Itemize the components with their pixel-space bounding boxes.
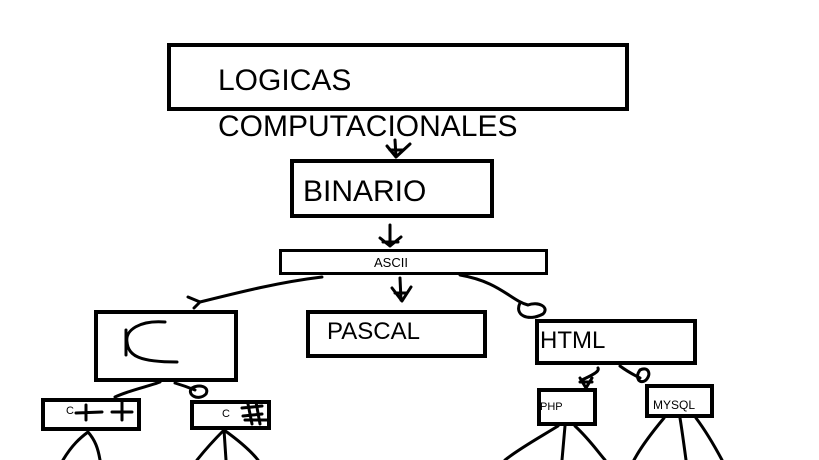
- c-letter-glyph: [124, 320, 179, 364]
- legs-csharp: [195, 428, 260, 460]
- mysql-node-label: MYSQL: [653, 398, 696, 412]
- cplusplus-node-box: [41, 398, 141, 431]
- php-node-box: [537, 388, 597, 426]
- connector-html-php: [578, 366, 600, 390]
- arrow-binario-ascii: [378, 223, 403, 248]
- html-node-label: HTML: [540, 327, 606, 354]
- legs-php: [503, 424, 607, 460]
- connector-ascii-c: [186, 275, 324, 310]
- connector-c-cplusplus: [113, 380, 162, 399]
- legs-cplusplus: [61, 430, 102, 460]
- c-node-box: [94, 310, 238, 382]
- ascii-node-label: ASCII: [374, 255, 408, 270]
- ascii-node-box: [279, 249, 548, 275]
- sharp-glyph: [240, 400, 270, 426]
- binario-node-box: [290, 159, 494, 218]
- connector-html-mysql: [618, 364, 651, 384]
- csharp-node-label: C: [222, 408, 230, 420]
- arrow-root-binario: [385, 138, 412, 159]
- mysql-node-box: [645, 384, 714, 418]
- php-node-label: PHP: [540, 401, 563, 413]
- html-node-box: [535, 319, 697, 365]
- root-node-label-line1: LOGICAS: [218, 64, 352, 97]
- connector-c-csharp: [173, 381, 209, 399]
- cplusplus-node-label: C: [66, 405, 74, 417]
- pascal-node-label: PASCAL: [327, 318, 420, 345]
- root-node-label-line2: COMPUTACIONALES: [218, 110, 518, 143]
- pascal-node-box: [306, 310, 487, 358]
- csharp-node-box: [190, 400, 271, 430]
- root-node-box: [167, 43, 629, 111]
- binario-node-label: BINARIO: [303, 175, 427, 208]
- plus-glyph: [74, 400, 134, 422]
- connector-ascii-html: [458, 273, 547, 319]
- arrow-ascii-pascal: [390, 276, 413, 303]
- legs-mysql: [632, 416, 724, 460]
